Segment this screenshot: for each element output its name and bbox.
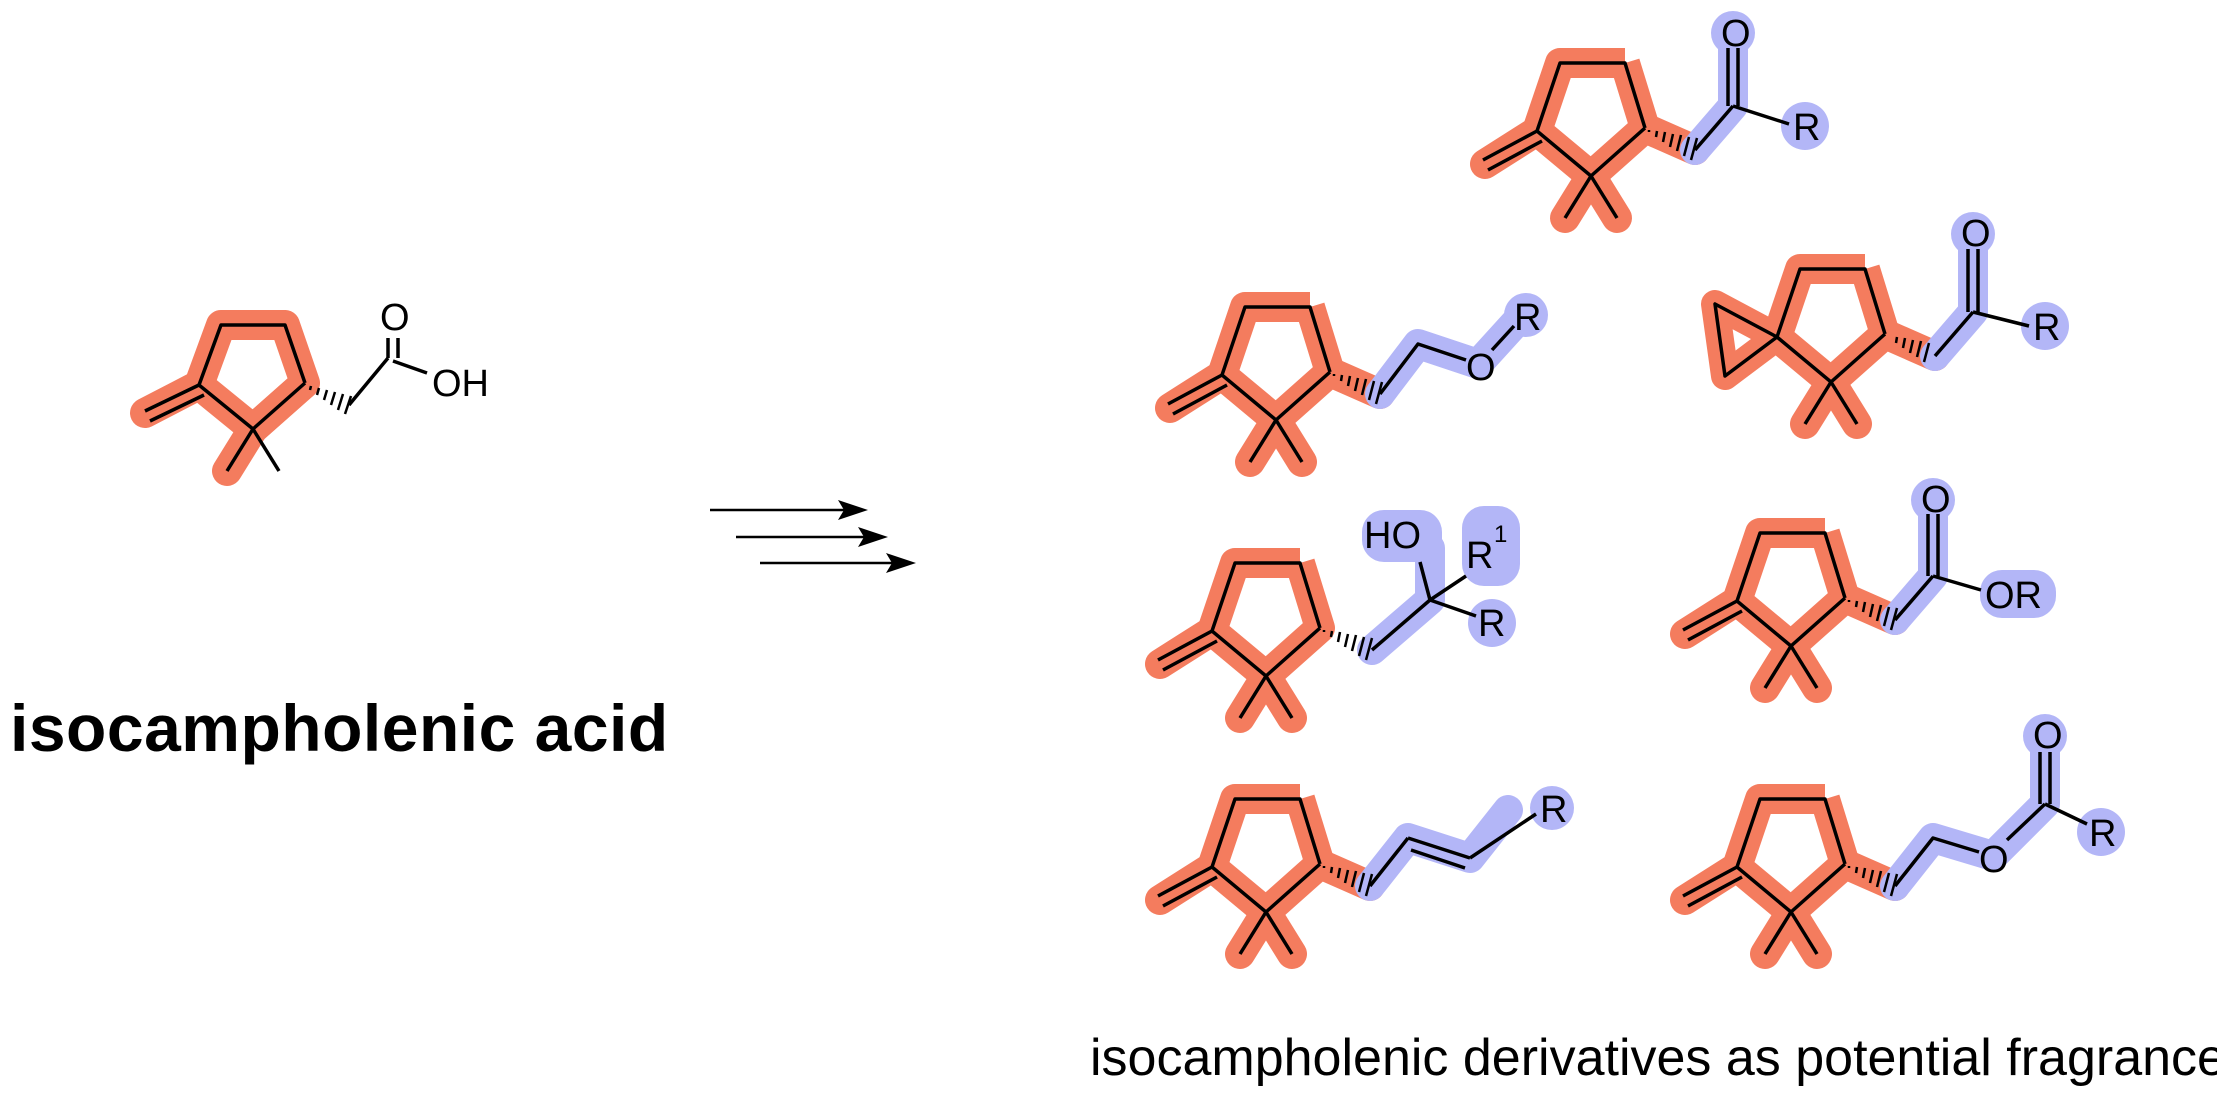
spiro-r-label: R <box>2033 307 2060 349</box>
product-tertiary-alcohol: HO R 1 R <box>1145 506 1520 733</box>
product-acyloxy: O O R <box>1670 714 2125 969</box>
acyloxy-r-label: R <box>2089 813 2116 855</box>
acyloxy-o-label: O <box>1979 839 2009 881</box>
ester-or-label: OR <box>1985 575 2042 617</box>
starting-material-name: isocampholenic acid <box>10 691 669 765</box>
ketone-r-label: R <box>1793 107 1820 149</box>
product-alkene: R <box>1145 784 1574 969</box>
isocampholenic-acid-structure: O OH <box>130 297 489 486</box>
spiro-o-label: O <box>1961 213 1991 255</box>
product-ketone: O R <box>1470 11 1829 233</box>
ether-r-label: R <box>1514 297 1541 339</box>
alcohol-r1-superscript: 1 <box>1494 521 1507 548</box>
alkene-r-label: R <box>1540 789 1567 831</box>
alcohol-ho-label: HO <box>1364 515 1421 557</box>
product-ether: O R <box>1155 292 1548 477</box>
alcohol-r1-label: R <box>1466 535 1493 577</box>
ester-o-label: O <box>1921 479 1951 521</box>
alcohol-r-label: R <box>1478 603 1505 645</box>
product-spiro-ketone: O R <box>1701 212 2069 439</box>
ketone-o-label: O <box>1721 13 1751 55</box>
acyloxy-carbonyl-o-label: O <box>2033 715 2063 757</box>
acid-oh-label: OH <box>432 363 489 405</box>
products-caption: isocampholenic derivatives as potential … <box>1090 1029 2217 1087</box>
acid-o-label: O <box>380 297 410 339</box>
ether-o-label: O <box>1466 347 1496 389</box>
multistep-arrows <box>710 500 916 573</box>
product-ester: O OR <box>1670 478 2056 703</box>
